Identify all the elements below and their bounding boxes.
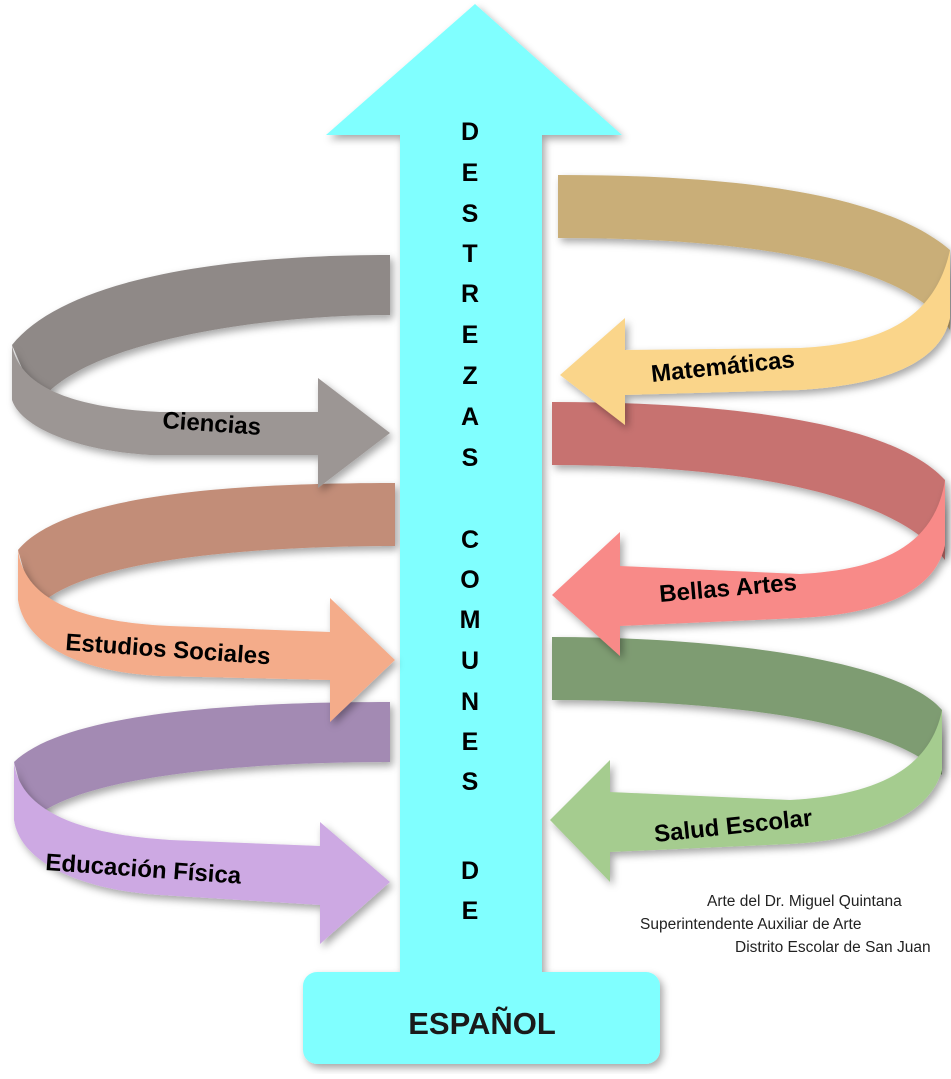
credit-line-3: Distrito Escolar de San Juan (735, 939, 931, 956)
educacion-fisica-ribbon-back (14, 702, 390, 822)
letter: E (462, 728, 479, 756)
central-arrow (303, 4, 660, 1064)
base-label: ESPAÑOL (408, 1006, 556, 1041)
bellas-artes-ribbon-front (552, 480, 945, 656)
ciencias-ribbon-front (12, 345, 390, 488)
salud-escolar-ribbon-front (550, 710, 942, 882)
letter: S (462, 768, 479, 796)
letter: A (461, 403, 479, 431)
letter: M (460, 606, 481, 634)
letter: S (462, 200, 479, 228)
credit-text: Arte del Dr. Miguel Quintana Superintend… (640, 890, 951, 959)
letter: D (461, 857, 479, 885)
letter: N (461, 688, 479, 716)
matematicas-ribbon-front (560, 250, 950, 425)
estudios-sociales-ribbon-back (18, 483, 395, 610)
credit-line-1: Arte del Dr. Miguel Quintana (707, 893, 902, 910)
salud-escolar-ribbon-back (552, 637, 942, 775)
central-letters: D E S T R E Z A S C O M U N E S D E (460, 118, 481, 925)
matematicas-ribbon-back (558, 175, 950, 330)
credit-line-2: Superintendente Auxiliar de Arte (640, 916, 862, 933)
letter: Z (462, 362, 477, 390)
letter: S (462, 444, 479, 472)
letter: D (461, 118, 479, 146)
letter: R (461, 280, 479, 308)
letter: C (461, 526, 479, 554)
bellas-artes-ribbon-back (552, 402, 945, 560)
letter: E (462, 321, 479, 349)
letter: O (460, 566, 479, 594)
letter: E (462, 159, 479, 187)
letter: E (462, 897, 479, 925)
estudios-sociales-ribbon-front (18, 550, 395, 722)
ciencias-ribbon-back (12, 255, 390, 405)
letter: U (461, 647, 479, 675)
letter: T (462, 240, 477, 268)
educacion-fisica-ribbon-front (14, 762, 390, 944)
